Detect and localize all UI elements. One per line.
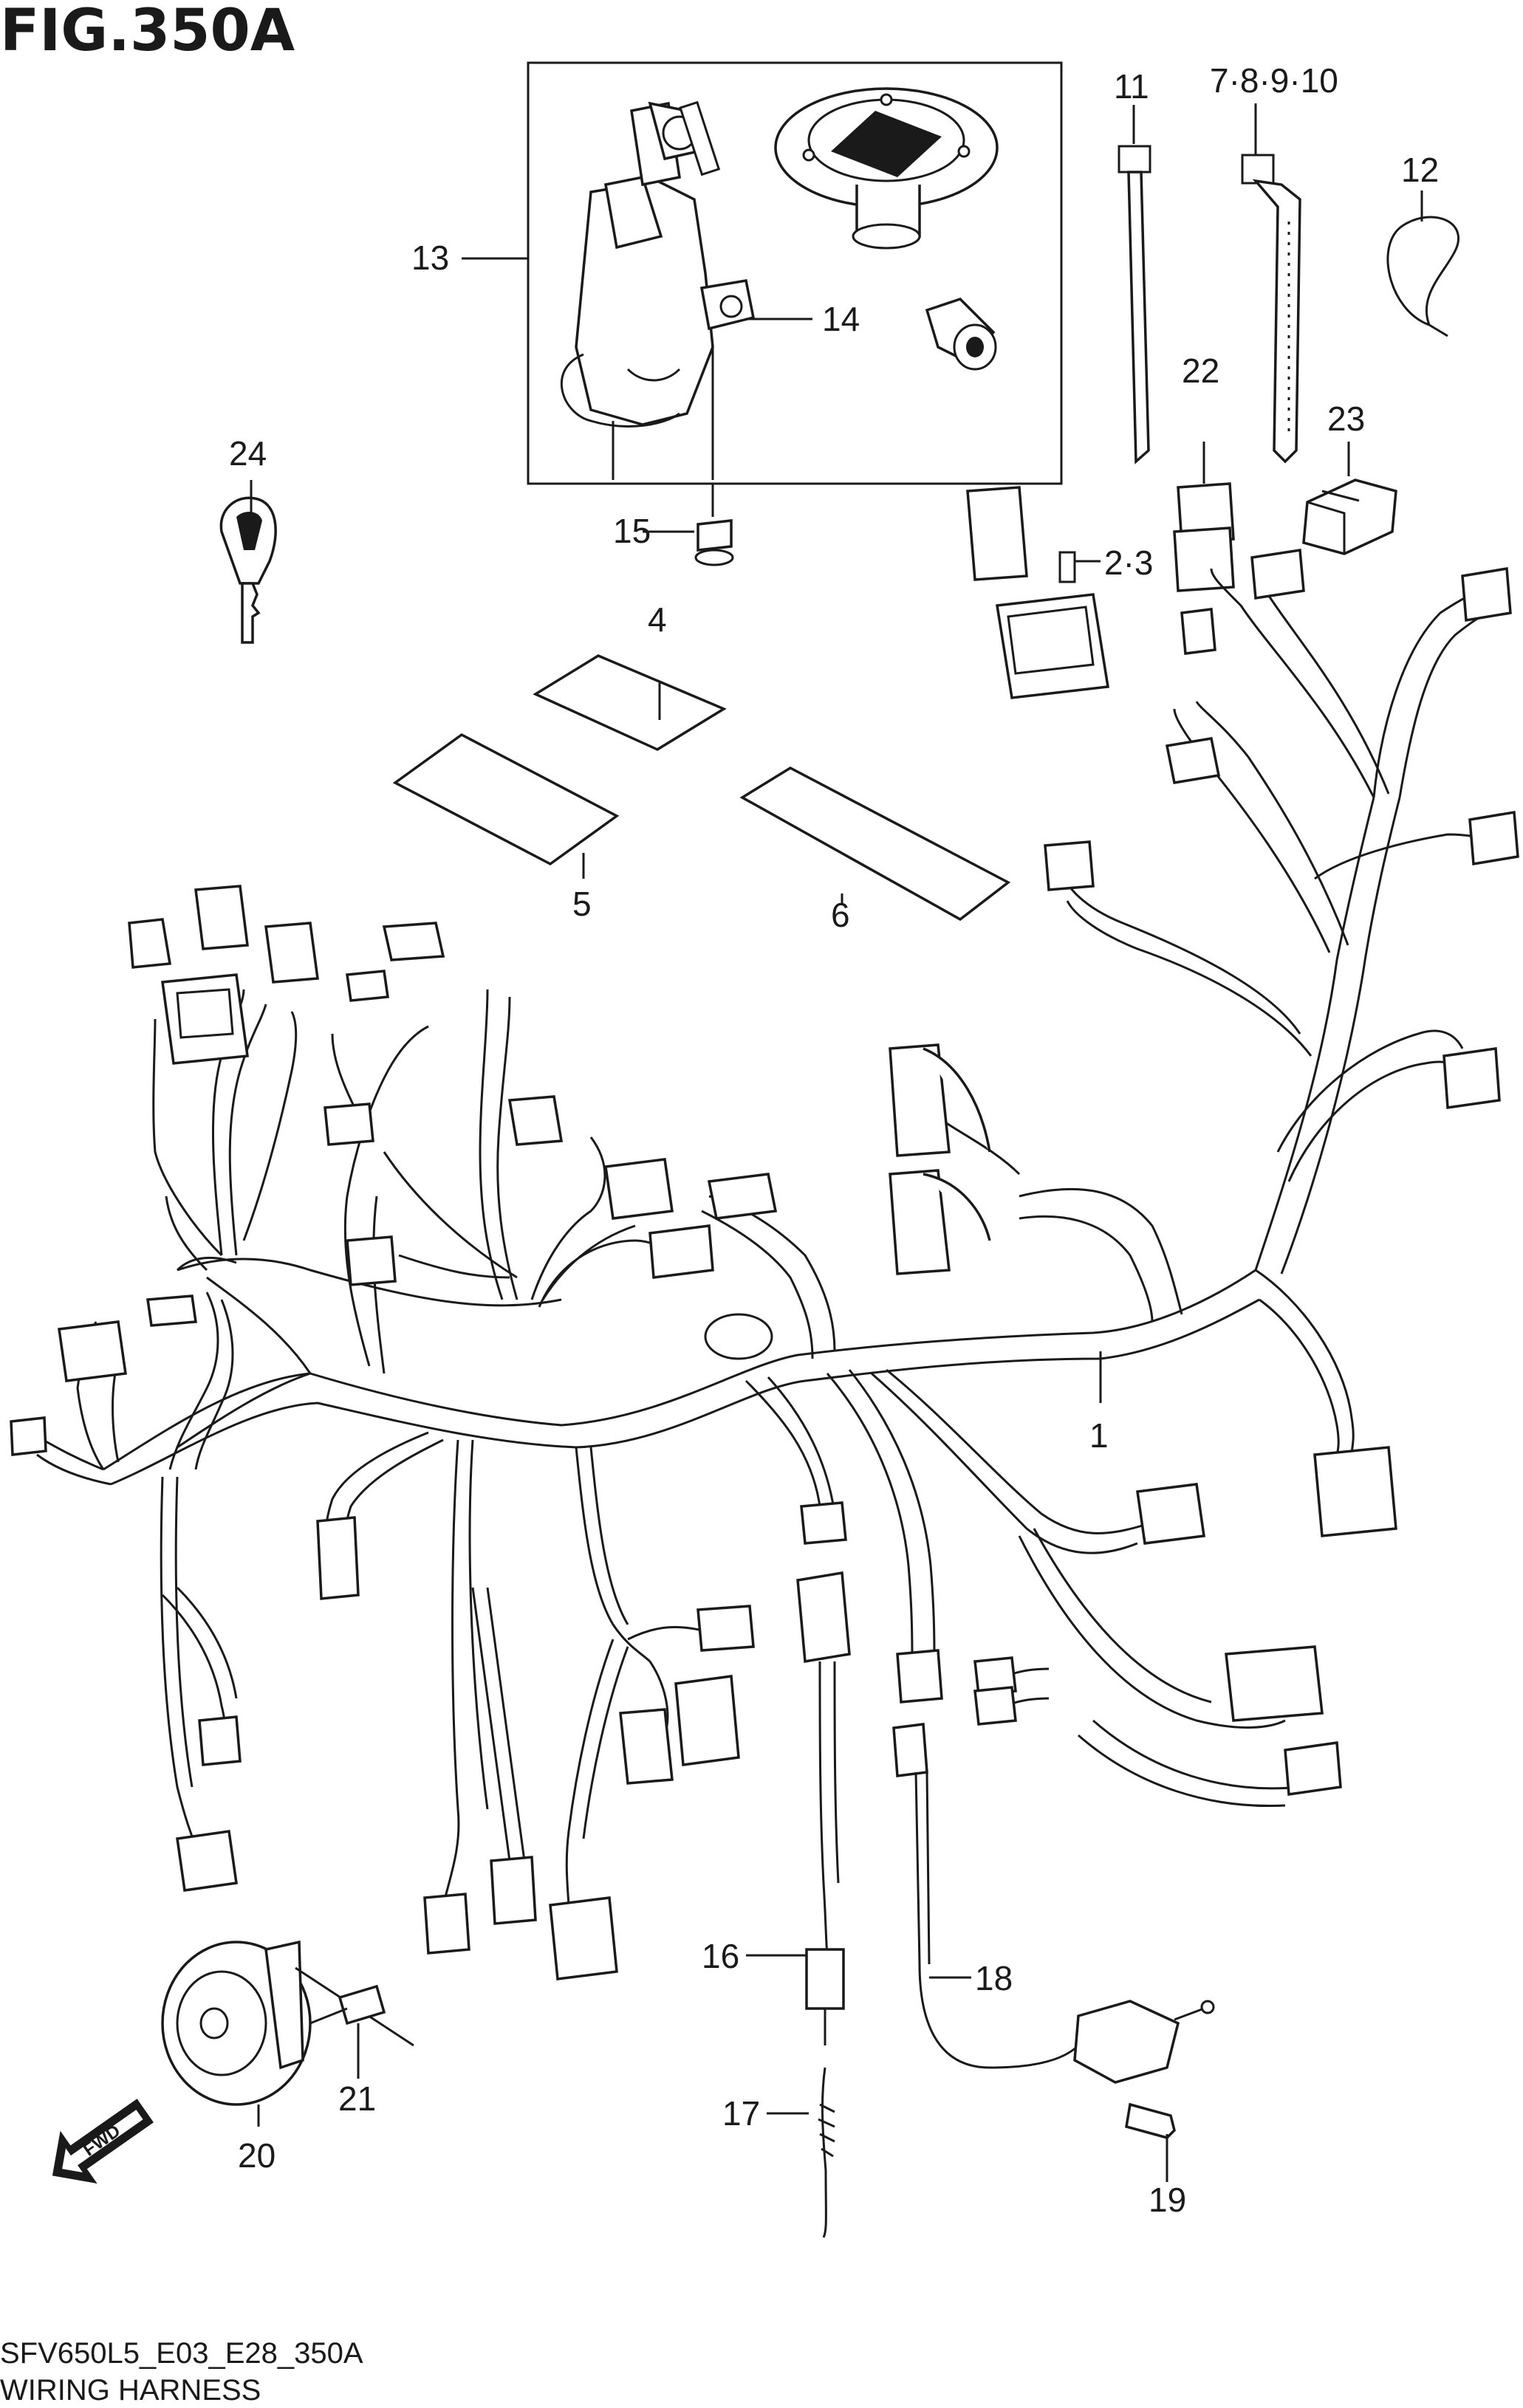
- relay-22: [1173, 482, 1235, 592]
- fwd-direction-arrow: FWD: [52, 2099, 154, 2184]
- callout-13: 13: [411, 239, 449, 277]
- callout-7-8-9-10: 7·8·9·10: [1210, 61, 1338, 100]
- leader-lines: [250, 103, 1423, 2182]
- seat-lock-cylinder: [925, 297, 997, 371]
- callout-24: 24: [229, 434, 267, 473]
- fuel-cap-lock: [774, 87, 999, 250]
- front-brake-switch: [805, 1661, 845, 2238]
- horn: [161, 1940, 414, 2106]
- rear-brake-switch: [914, 1771, 1215, 2139]
- harness-connectors: [10, 486, 1519, 1980]
- callout-18: 18: [975, 1959, 1013, 1997]
- sheet-6: [739, 766, 1011, 922]
- callout-15: 15: [613, 512, 651, 550]
- callout-19: 19: [1149, 2181, 1186, 2219]
- cable-tie-strap: [1241, 154, 1301, 464]
- horn-bolt: [309, 1984, 386, 2025]
- callout-23: 23: [1327, 399, 1365, 438]
- wire-clamp: [1386, 216, 1460, 337]
- model-code: SFV650L5_E03_E28_350A: [0, 2337, 363, 2370]
- screw-15: [694, 519, 734, 566]
- callout-5: 5: [572, 885, 592, 923]
- section-name: WIRING HARNESS: [0, 2374, 261, 2407]
- ignition-switch-set: [527, 61, 1063, 485]
- callout-22: 22: [1182, 351, 1219, 390]
- callout-12: 12: [1401, 151, 1439, 189]
- figure-title: FIG.350A: [0, 0, 295, 64]
- callout-21: 21: [338, 2079, 376, 2118]
- fuse: [1058, 551, 1076, 583]
- callout-4: 4: [648, 600, 667, 639]
- callout-labels: 1 2·3 4 5 6 7·8·9·10 11 12 13 14 15 16 1…: [229, 61, 1439, 2219]
- callout-11: 11: [1114, 67, 1149, 106]
- callout-14: 14: [822, 300, 860, 338]
- relay-23: [1302, 478, 1397, 555]
- ignition-set-frame: [527, 61, 1063, 485]
- cable-tie-long: [1118, 145, 1151, 464]
- sheet-4: [533, 654, 727, 751]
- callout-2-3: 2·3: [1104, 543, 1153, 582]
- callout-20: 20: [238, 2136, 275, 2175]
- callout-16: 16: [702, 1937, 739, 1975]
- sheet-5: [392, 733, 620, 866]
- insulation-sheets: [392, 654, 1011, 922]
- callout-6: 6: [831, 896, 850, 934]
- ignition-switch: [561, 100, 756, 480]
- ignition-key: [219, 496, 277, 644]
- callout-1: 1: [1089, 1416, 1109, 1455]
- callout-17: 17: [722, 2094, 760, 2133]
